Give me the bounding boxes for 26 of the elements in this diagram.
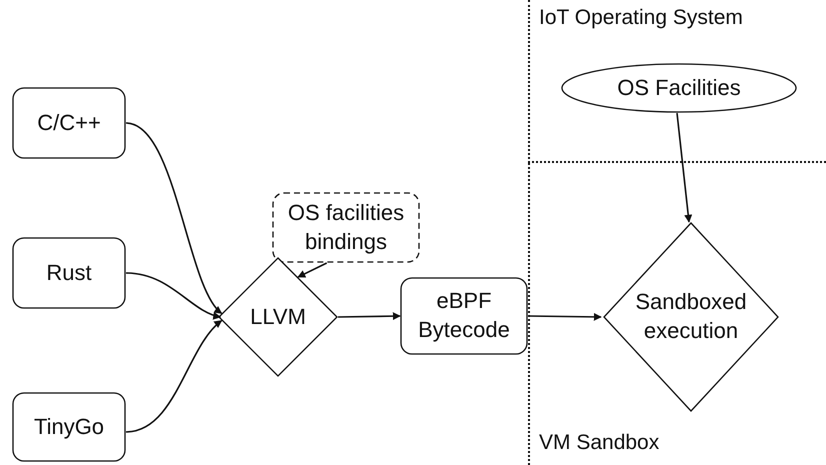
arrow: [126, 272, 222, 320]
language-box: [12, 392, 126, 462]
process-diamond: [218, 257, 338, 377]
node-label: Sandboxed execution: [635, 289, 747, 343]
node-label: eBPF Bytecode: [418, 288, 510, 342]
node-label: OS Facilities: [617, 74, 741, 100]
node-label: OS facilities bindings: [288, 200, 404, 254]
arrow: [338, 312, 401, 320]
arrow: [297, 262, 328, 278]
region-label: VM Sandbox: [539, 430, 660, 456]
region-label: IoT Operating System: [539, 5, 743, 31]
bindings-box: [272, 192, 420, 263]
node-label: TinyGo: [34, 414, 104, 439]
node-label: LLVM: [250, 304, 306, 329]
process-diamond: [603, 222, 779, 412]
arrow: [528, 312, 602, 321]
region-panel: [528, 0, 826, 163]
arrow: [676, 112, 692, 223]
facility-ellipse: [561, 63, 797, 113]
language-box: [400, 277, 528, 355]
language-box: [12, 237, 126, 309]
node-label: Rust: [46, 260, 92, 285]
node-label: C/C++: [37, 110, 101, 135]
arrow: [126, 320, 222, 433]
arrow: [126, 122, 222, 314]
language-box: [12, 87, 126, 159]
